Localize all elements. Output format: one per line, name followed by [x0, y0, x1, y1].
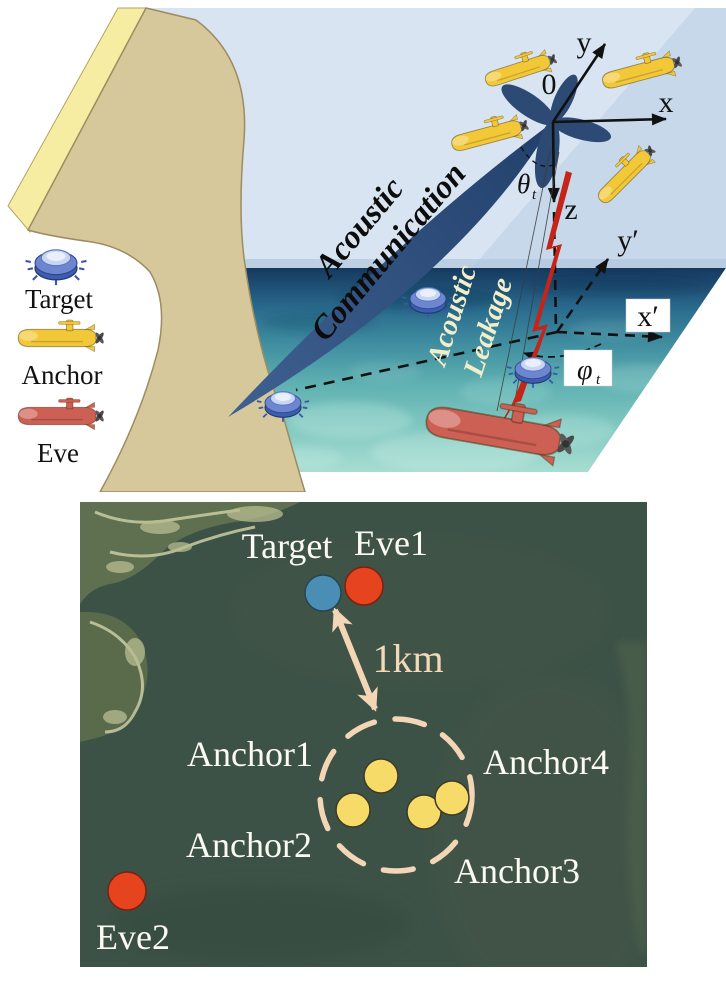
underwater-scenario-diagram: Acoustic Communication Acoustic Leakage … — [7, 7, 726, 492]
phi-symbol: φ — [577, 355, 593, 386]
leakage-cone-edge-left — [496, 147, 552, 412]
map-label-anchor4: Anchor4 — [483, 742, 609, 782]
legend-target-label: Target — [25, 284, 94, 314]
theta-subscript: t — [532, 187, 537, 203]
theta-angle-label: θ t — [517, 169, 537, 203]
acoustic-beam — [228, 122, 553, 417]
map-anchor4-dot — [434, 780, 470, 816]
anchor-cluster-circle — [317, 716, 475, 874]
distance-arrow — [332, 607, 378, 712]
horizon-strip — [230, 259, 726, 268]
map-label-anchor2: Anchor2 — [186, 825, 312, 865]
map-label-anchor3: Anchor3 — [454, 851, 580, 891]
legend-eve-label: Eve — [37, 438, 79, 468]
map-anchor1-dot — [363, 758, 399, 794]
axis-x-prime — [556, 330, 663, 343]
axis-z — [547, 121, 560, 203]
axis-label-y: y — [577, 26, 592, 59]
axis-label-x: x — [659, 86, 674, 119]
phi-subscript: t — [596, 372, 601, 388]
axis-y — [551, 43, 607, 123]
phi-angle-label-box: φ t — [563, 349, 613, 388]
theta-angle-arc — [520, 146, 554, 167]
axis-label-y-prime: y′ — [617, 224, 639, 257]
map-target-dot — [304, 574, 342, 612]
map-label-eve1: Eve1 — [354, 523, 428, 563]
axis-label-x-prime: x′ — [637, 300, 659, 333]
axis-label-z: z — [564, 193, 577, 226]
legend: Target Anchor Eve — [17, 248, 106, 468]
map-label-target: Target — [242, 526, 333, 566]
x-prime-label-box: x′ — [625, 298, 671, 333]
map-label-eve2: Eve2 — [96, 917, 170, 957]
theta-symbol: θ — [517, 169, 530, 199]
sea-trial-map: Target Eve1 1km Anchor1 Anchor4 Anchor2 … — [0, 492, 726, 984]
map-eve1-dot — [344, 566, 384, 606]
map-anchor-dots — [335, 758, 470, 830]
map-eve2-dot — [107, 871, 147, 911]
map-anchor3-dot — [406, 794, 442, 830]
map-anchor2-dot — [335, 792, 371, 828]
axis-y-prime — [555, 258, 610, 333]
legend-anchor-label: Anchor — [22, 360, 103, 390]
phi-angle-arc — [523, 343, 602, 361]
axis-label-origin: 0 — [542, 68, 557, 101]
map-label-distance: 1km — [372, 636, 443, 681]
axis-x — [552, 113, 667, 126]
acoustic-leakage-bolt — [512, 171, 572, 404]
map-label-anchor1: Anchor1 — [187, 734, 313, 774]
sand-cliff — [7, 7, 306, 492]
target-projection-line — [295, 330, 558, 392]
